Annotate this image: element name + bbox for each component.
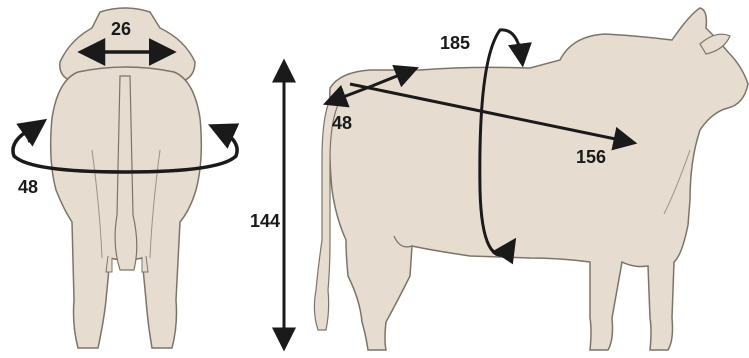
rear-width-label: 26 xyxy=(111,20,131,38)
rear-girth-label: 48 xyxy=(18,178,38,196)
heart-girth-label: 185 xyxy=(440,34,470,52)
side-body xyxy=(329,8,748,350)
side-view-cow xyxy=(314,8,748,350)
height-label: 144 xyxy=(250,212,280,230)
body-length-label: 156 xyxy=(576,148,606,166)
rear-girth-arrow-back xyxy=(29,124,40,142)
rear-view-cow xyxy=(51,8,202,348)
hip-width-label: 48 xyxy=(332,114,352,132)
